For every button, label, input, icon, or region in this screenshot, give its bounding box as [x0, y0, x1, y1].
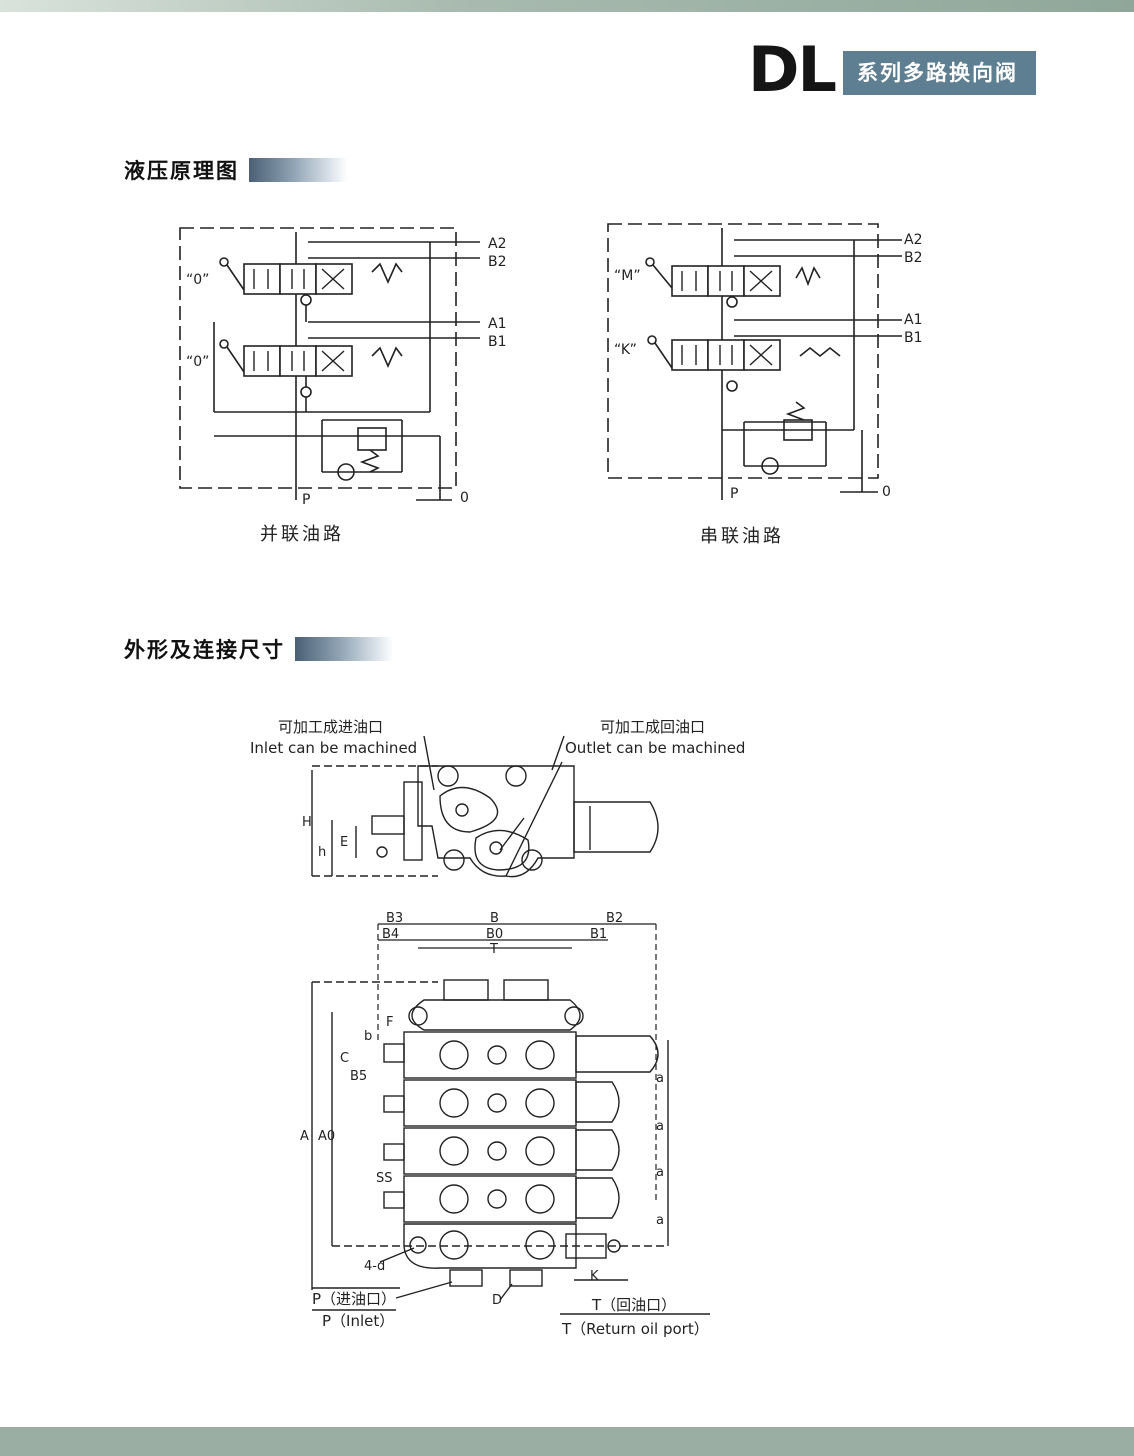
series-title: 系列多路换向阀 [842, 51, 1036, 95]
ser-port-a1: A1 [904, 312, 922, 328]
dim-b-small: b [364, 1029, 372, 1044]
dim-f: F [386, 1015, 393, 1030]
par-port-p: P [302, 492, 310, 508]
outlet-note-cn: 可加工成回油口 [600, 718, 705, 736]
par-port-o: 0 [460, 490, 469, 506]
par-port-b1: B1 [488, 334, 507, 350]
dim-k: K [590, 1269, 599, 1284]
dim-b: B [490, 911, 499, 926]
dim-b0: B0 [486, 927, 503, 942]
section-hydraulic-bar [249, 158, 347, 182]
top-decor-bar [0, 0, 1134, 12]
port-p-en: P（Inlet） [322, 1312, 394, 1330]
bottom-decor-bar [0, 1427, 1134, 1456]
ser-port-a2: A2 [904, 232, 922, 248]
section-hydraulic: 液压原理图 [124, 155, 347, 185]
dim-h-lower: h [318, 845, 326, 860]
dim-c: C [340, 1051, 349, 1066]
port-t-en: T（Return oil port） [561, 1320, 709, 1338]
inlet-note-cn: 可加工成进油口 [278, 718, 383, 736]
dim-b3: B3 [386, 911, 403, 926]
outlet-note-en: Outlet can be machined [565, 739, 745, 757]
par-pos-bottom: “0” [186, 354, 209, 370]
dim-a0: A0 [318, 1129, 335, 1144]
dim-d: D [492, 1293, 502, 1308]
dim-b4: B4 [382, 927, 399, 942]
ser-port-p: P [730, 486, 738, 502]
dim-e: E [340, 835, 348, 850]
caption-series: 串联油路 [700, 526, 784, 547]
section-dimensions-bar [295, 637, 393, 661]
port-p-cn: P（进油口） [312, 1290, 396, 1308]
par-port-b2: B2 [488, 254, 507, 270]
port-t-cn: T（回油口） [591, 1296, 676, 1314]
brand-header: DL 系列多路换向阀 [748, 33, 1036, 106]
caption-parallel: 并联油路 [260, 524, 344, 545]
inlet-note-en: Inlet can be machined [250, 739, 417, 757]
ser-pos-bottom: “K” [614, 342, 637, 358]
dim-a-4: a [656, 1213, 664, 1228]
par-port-a1: A1 [488, 316, 506, 332]
ser-port-b1: B1 [904, 330, 923, 346]
dim-t: T [489, 942, 498, 957]
dim-a-1: a [656, 1071, 664, 1086]
par-port-a2: A2 [488, 236, 506, 252]
dim-a-2: a [656, 1119, 664, 1134]
ser-pos-top: “M” [614, 268, 641, 284]
dim-b1: B1 [590, 927, 607, 942]
ser-port-o: 0 [882, 484, 891, 500]
section-hydraulic-title: 液压原理图 [124, 159, 239, 183]
section-dimensions-title: 外形及连接尺寸 [124, 638, 285, 662]
brand-dl: DL [748, 33, 837, 106]
dim-a: A [300, 1129, 309, 1144]
dim-b5: B5 [350, 1069, 367, 1084]
dim-h-upper: H [302, 815, 312, 830]
schematic-parallel [179, 227, 480, 501]
section-dimensions: 外形及连接尺寸 [124, 634, 393, 664]
dim-4d: 4-d [364, 1259, 385, 1274]
outline-side-view [311, 735, 659, 878]
outline-top-dims [377, 923, 657, 1200]
par-pos-top: “0” [186, 272, 209, 288]
dim-b2: B2 [606, 911, 623, 926]
dim-a-3: a [656, 1165, 664, 1180]
outline-front-view [311, 979, 710, 1315]
ser-port-b2: B2 [904, 250, 923, 266]
dim-ss: SS [376, 1171, 393, 1186]
